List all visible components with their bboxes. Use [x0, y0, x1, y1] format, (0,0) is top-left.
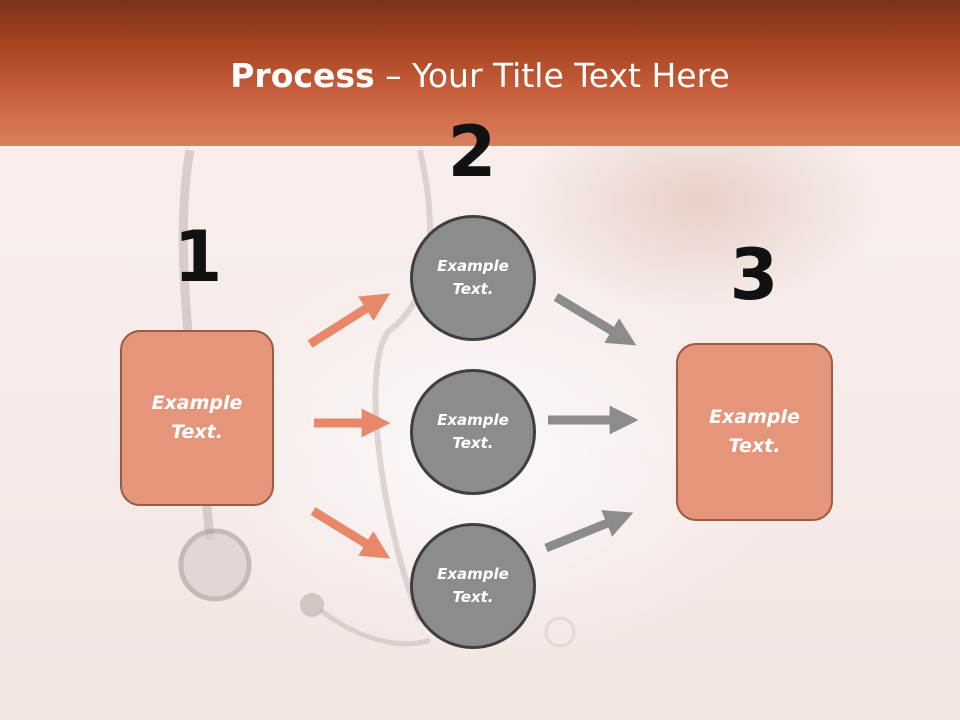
step-2-circle-3[interactable]: Example Text. [410, 523, 536, 649]
step-number-3: 3 [729, 234, 779, 316]
arrow-to-circle-3 [310, 507, 391, 559]
circle-2-text-line2: Text. [452, 434, 494, 452]
circle-2-text-line1: Example [437, 411, 509, 429]
step-3-text-line2: Text. [728, 435, 781, 457]
step-1-text-line2: Text. [171, 421, 223, 443]
circle-3-text-line2: Text. [452, 588, 494, 606]
slide-title: Process – Your Title Text Here [0, 54, 960, 98]
step-2-circle-1[interactable]: Example Text. [410, 215, 536, 341]
step-2-circle-2[interactable]: Example Text. [410, 369, 536, 495]
step-1-box[interactable]: Example Text. [120, 330, 274, 506]
arrow-from-circle-1 [553, 293, 637, 346]
step-3-text-line1: Example [709, 406, 800, 428]
title-bold: Process [230, 56, 375, 95]
circle-3-text-line1: Example [437, 565, 509, 583]
title-rest: – Your Title Text Here [374, 56, 730, 95]
step-number-2: 2 [447, 111, 497, 193]
arrow-to-circle-1 [307, 293, 391, 348]
circle-1-text-line2: Text. [452, 280, 494, 298]
circle-1-text-line1: Example [437, 257, 509, 275]
arrow-from-circle-3 [544, 510, 634, 553]
step-3-box[interactable]: Example Text. [676, 343, 833, 521]
step-number-1: 1 [173, 216, 223, 298]
step-1-text-line1: Example [151, 392, 243, 414]
title-bar [0, 0, 960, 146]
